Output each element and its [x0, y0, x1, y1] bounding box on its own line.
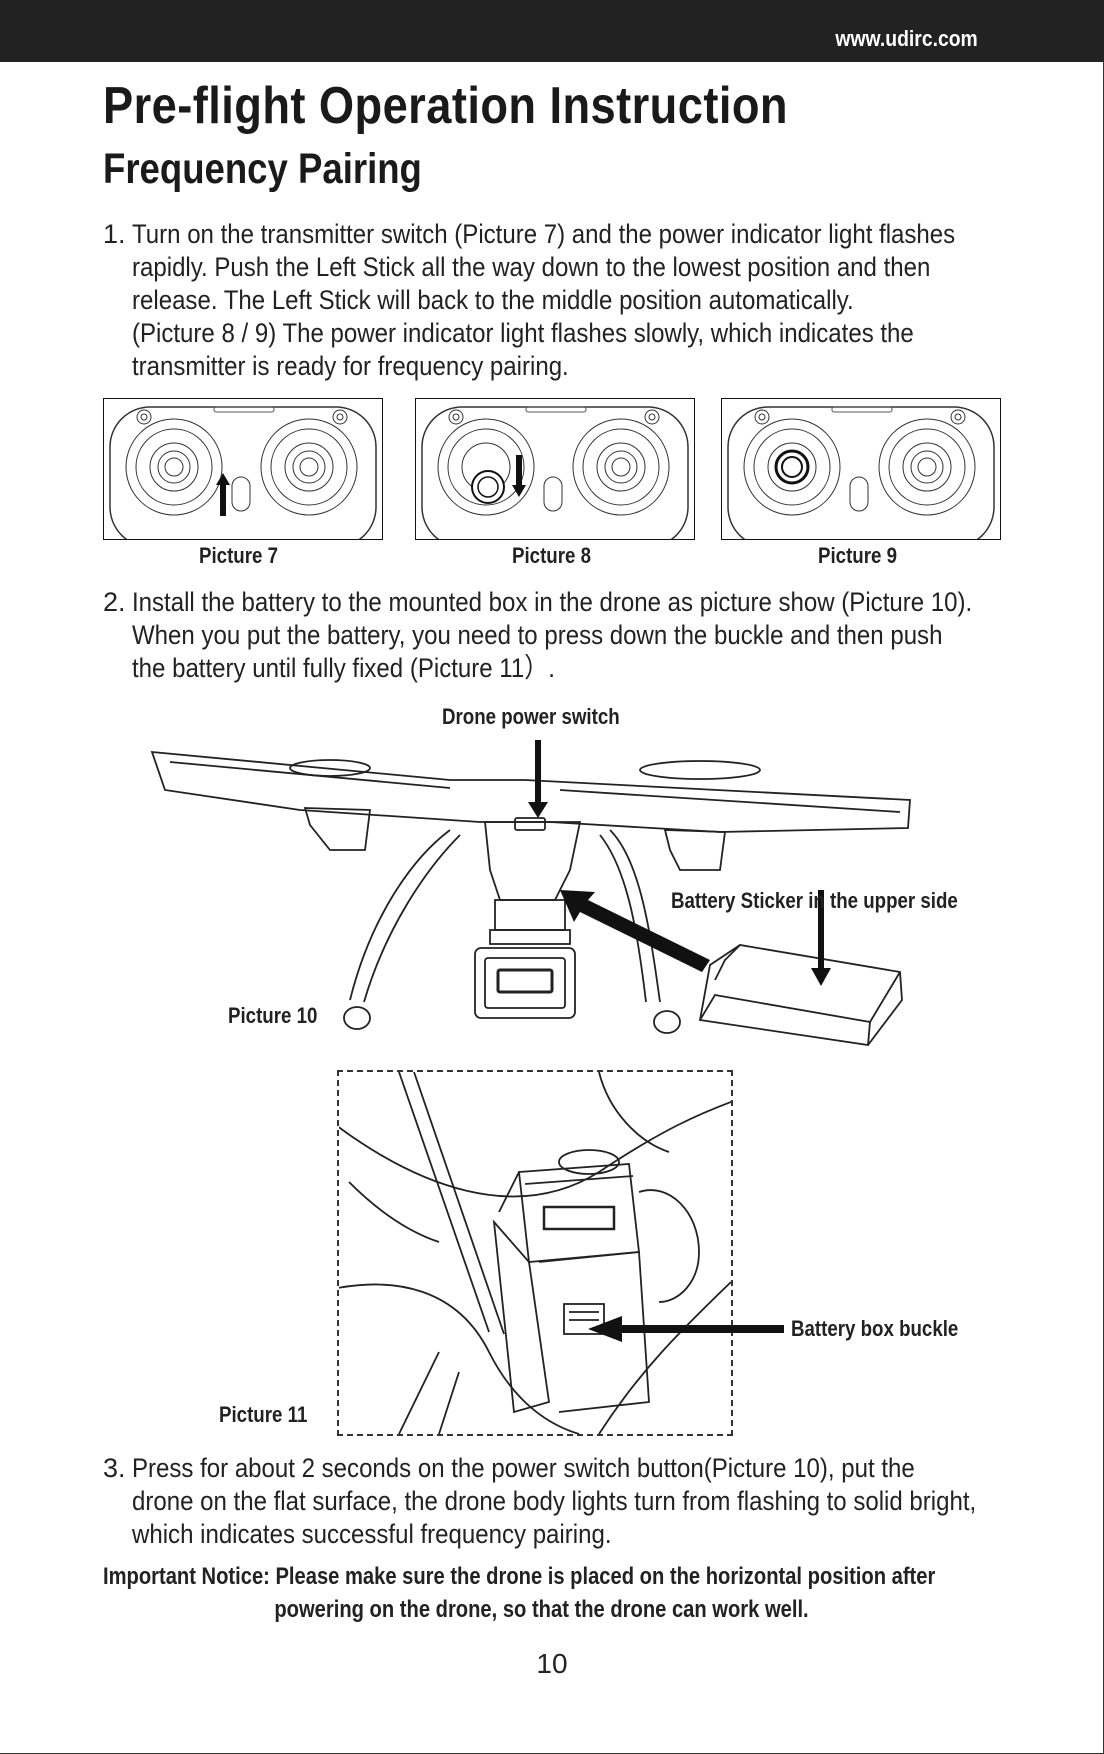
caption-picture-9: Picture 9 — [818, 543, 897, 568]
buckle-arrow-icon — [588, 1316, 784, 1342]
drone-battery-illustration — [150, 740, 911, 1046]
caption-picture-10: Picture 10 — [228, 1003, 318, 1028]
notice-line-2: powering on the drone, so that the drone… — [274, 1596, 809, 1623]
step-number: 2. — [103, 587, 126, 617]
picture-7-transmitter — [103, 398, 383, 540]
caption-picture-11: Picture 11 — [219, 1402, 308, 1427]
page-title: Pre-flight Operation Instruction — [103, 77, 788, 135]
caption-picture-8: Picture 8 — [512, 543, 591, 568]
picture-8-transmitter — [415, 398, 695, 540]
step-2: 2. Install the battery to the mounted bo… — [103, 586, 1076, 685]
important-notice: Important Notice: Please make sure the d… — [103, 1560, 935, 1626]
battery-box-closeup — [339, 1072, 731, 1434]
caption-picture-7: Picture 7 — [199, 543, 278, 568]
label-battery-sticker: Battery Sticker in the upper side — [671, 888, 958, 913]
step-text-line: Press for about 2 seconds on the power s… — [132, 1453, 915, 1483]
transmitter-illustration — [421, 406, 689, 539]
label-drone-power-switch: Drone power switch — [442, 704, 620, 729]
step-text-line: Install the battery to the mounted box i… — [132, 587, 973, 617]
step-text-line: which indicates successful frequency pai… — [132, 1519, 612, 1549]
transmitter-illustration — [109, 406, 377, 539]
step-1: 1. Turn on the transmitter switch (Pictu… — [103, 218, 1057, 383]
header-bar: www.udirc.com — [0, 0, 1104, 62]
notice-line-1: Important Notice: Please make sure the d… — [103, 1563, 936, 1590]
step-number: 1. — [103, 219, 126, 249]
step-text-line: Turn on the transmitter switch (Picture … — [132, 219, 956, 249]
page-number: 10 — [536, 1648, 568, 1679]
picture-9-transmitter — [721, 398, 1001, 540]
step-3: 3. Press for about 2 seconds on the powe… — [103, 1452, 1081, 1551]
step-text-line: drone on the flat surface, the drone bod… — [132, 1486, 977, 1516]
transmitter-illustration — [727, 406, 995, 539]
step-text-line: the battery until fully fixed (Picture 1… — [132, 653, 555, 683]
section-title: Frequency Pairing — [103, 145, 422, 193]
label-battery-box-buckle: Battery box buckle — [791, 1316, 959, 1341]
step-text-line: rapidly. Push the Left Stick all the way… — [132, 252, 931, 282]
step-text-line: (Picture 8 / 9) The power indicator ligh… — [132, 318, 914, 348]
picture-11-battery-box — [337, 1070, 733, 1436]
website-url: www.udirc.com — [835, 26, 978, 51]
step-text-line: transmitter is ready for frequency pairi… — [132, 351, 569, 381]
step-text-line: When you put the battery, you need to pr… — [132, 620, 943, 650]
step-number: 3. — [103, 1453, 126, 1483]
step-text-line: release. The Left Stick will back to the… — [132, 285, 854, 315]
